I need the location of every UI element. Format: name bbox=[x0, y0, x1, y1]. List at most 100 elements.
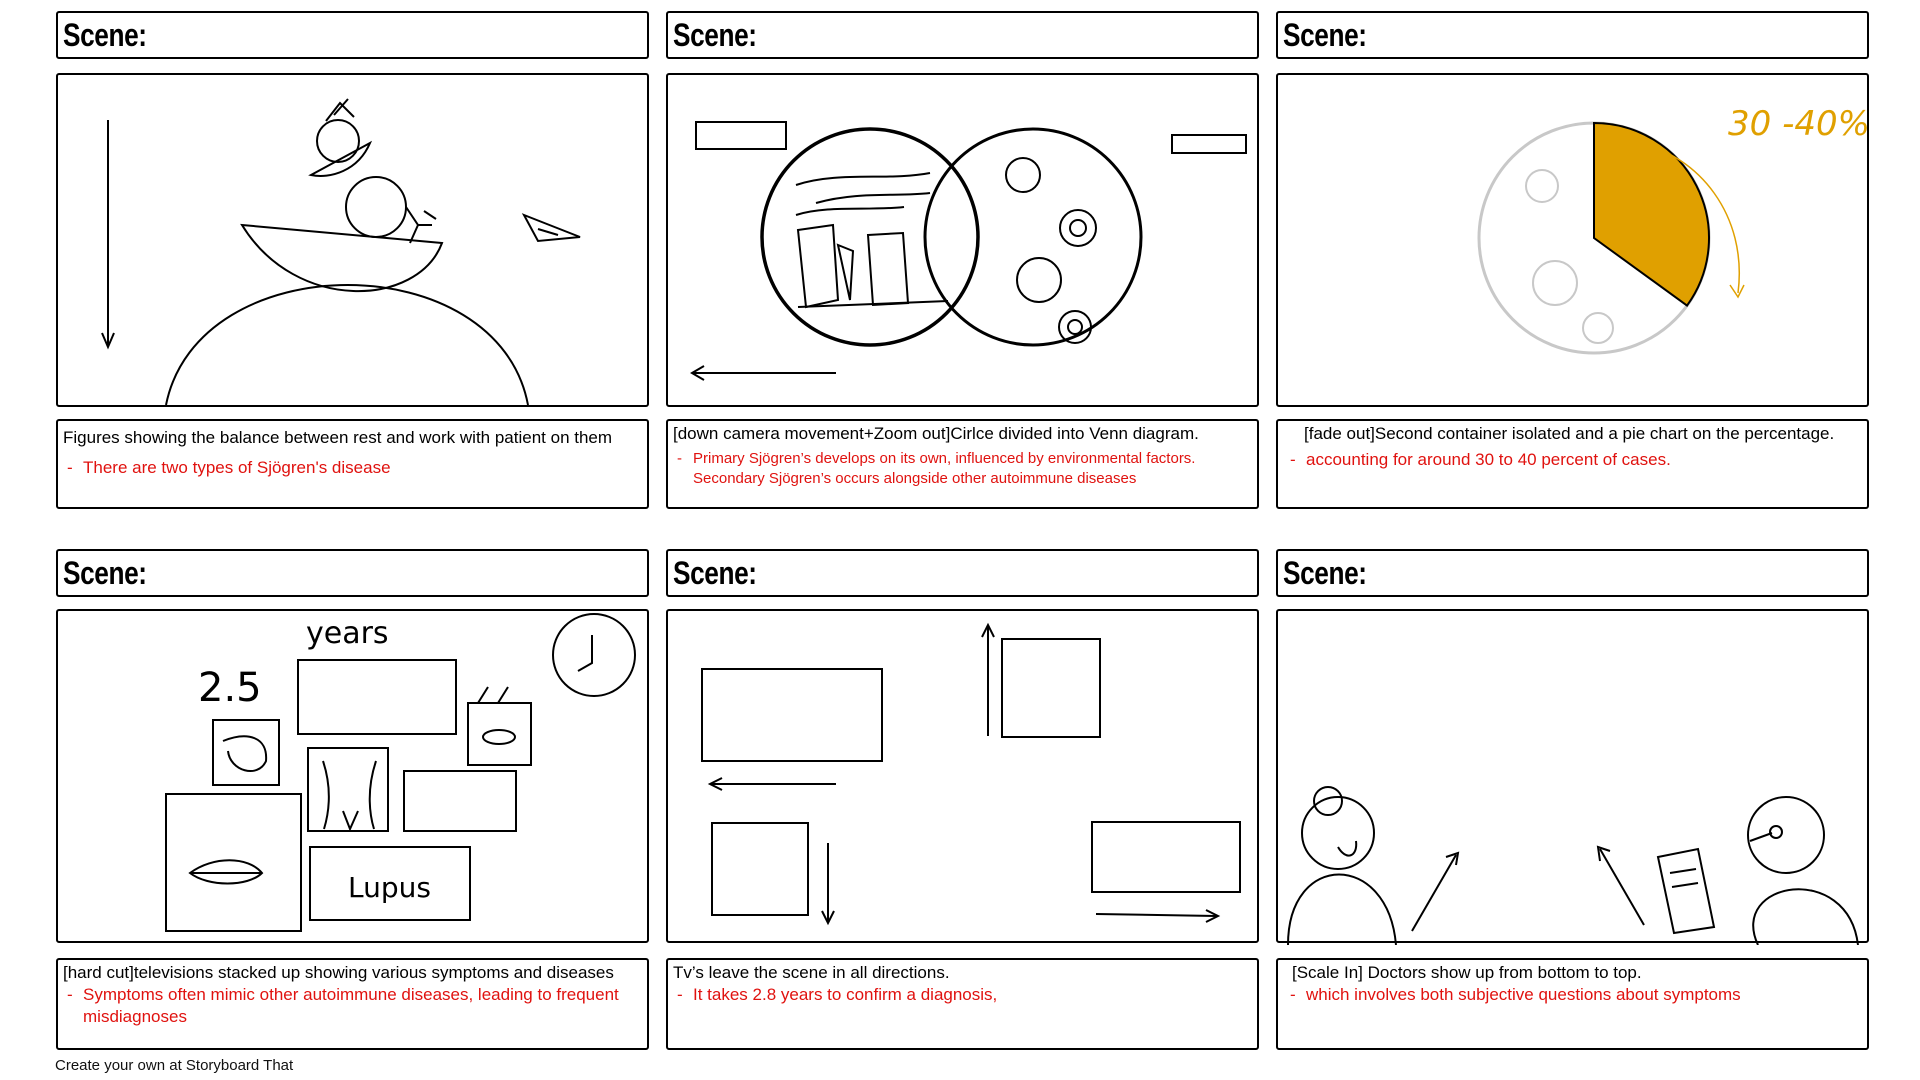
percent-annotation: 30 -40% bbox=[1728, 104, 1870, 144]
cell-2 bbox=[1059, 209, 1097, 247]
tv-eye bbox=[467, 702, 532, 766]
narration-bullet: - bbox=[67, 458, 73, 477]
resting-figure bbox=[325, 98, 355, 122]
panel-2-description[interactable]: [down camera movement+Zoom out]Cirlce di… bbox=[666, 419, 1259, 509]
cell-outline-2 bbox=[1532, 260, 1578, 306]
scene-header[interactable]: Scene: bbox=[56, 549, 649, 597]
venn-circle-left bbox=[760, 127, 980, 347]
cell-4-core bbox=[1067, 319, 1083, 335]
narration-text: Symptoms often mimic other autoimmune di… bbox=[83, 985, 619, 1026]
cell-2-core bbox=[1069, 219, 1087, 237]
clipboard-line bbox=[1669, 868, 1697, 874]
panel-description: [hard cut]televisions stacked up showing… bbox=[63, 963, 614, 982]
panel-6-frame[interactable] bbox=[1276, 609, 1869, 945]
clock-hands bbox=[577, 635, 593, 672]
cell-4 bbox=[1058, 310, 1092, 344]
doctor-head bbox=[1747, 796, 1825, 874]
rise-arrow-right bbox=[1599, 848, 1645, 926]
ground-line bbox=[797, 300, 949, 308]
pen bbox=[1749, 832, 1773, 842]
doctors-sketch bbox=[1287, 786, 1859, 945]
panel-description: [Scale In] Doctors show up from bottom t… bbox=[1292, 963, 1642, 982]
cell-outline-1 bbox=[1525, 169, 1559, 203]
panel-3-frame[interactable]: 30 -40% bbox=[1276, 73, 1870, 407]
tv-right bbox=[1091, 821, 1241, 893]
panel-1-frame[interactable] bbox=[56, 73, 649, 407]
narration-bullet: - bbox=[677, 985, 683, 1004]
panel-5-description[interactable]: Tv’s leave the scene in all directions. … bbox=[666, 958, 1259, 1050]
arrow-up-head bbox=[981, 622, 995, 638]
years-word: years bbox=[306, 616, 389, 651]
panel-description: Figures showing the balance between rest… bbox=[63, 428, 613, 447]
tv-stack-sketch: 2.5 years Lupus bbox=[165, 613, 636, 932]
scene-label: Scene: bbox=[673, 17, 757, 53]
label-box-right bbox=[1171, 134, 1247, 154]
years-number: 2.5 bbox=[198, 665, 262, 711]
scene-header[interactable]: Scene: bbox=[1276, 549, 1869, 597]
scene-header[interactable]: Scene: bbox=[666, 549, 1259, 597]
down-arrow-head bbox=[101, 332, 115, 350]
panel-4-frame[interactable]: 2.5 years Lupus bbox=[56, 609, 649, 943]
narration-bullet: - bbox=[67, 985, 73, 1004]
rise-arrow-right-head bbox=[1596, 845, 1611, 862]
panel-narration: - It takes 2.8 years to confirm a diagno… bbox=[673, 984, 1253, 1006]
arrow-right-head bbox=[1205, 909, 1221, 923]
panel-narration: - There are two types of Sjögren's disea… bbox=[63, 457, 643, 479]
panel-6-description[interactable]: [Scale In] Doctors show up from bottom t… bbox=[1276, 958, 1869, 1050]
panel-narration: - accounting for around 30 to 40 percent… bbox=[1286, 449, 1863, 471]
scene-label: Scene: bbox=[63, 17, 147, 53]
clipboard bbox=[1656, 847, 1716, 935]
panel-4-description[interactable]: [hard cut]televisions stacked up showing… bbox=[56, 958, 649, 1050]
panel-description: Tv’s leave the scene in all directions. bbox=[673, 963, 950, 982]
panel-3-description[interactable]: [fade out]Second container isolated and … bbox=[1276, 419, 1869, 509]
scene-header[interactable]: Scene: bbox=[1276, 11, 1869, 59]
venn-circle-right bbox=[923, 127, 1143, 347]
scene-label: Scene: bbox=[673, 555, 757, 591]
patient-head bbox=[1301, 796, 1375, 870]
patient-hair-bun bbox=[1313, 786, 1343, 816]
scene-label: Scene: bbox=[1283, 555, 1367, 591]
balance-sketch bbox=[101, 98, 581, 406]
panel-5-frame[interactable] bbox=[666, 609, 1259, 943]
venn-sketch bbox=[690, 121, 1247, 381]
patient-hand bbox=[1337, 840, 1358, 857]
clipboard-line bbox=[1671, 882, 1699, 888]
patient-body bbox=[1287, 873, 1397, 945]
tv-exit-sketch bbox=[701, 622, 1241, 926]
eye-icon bbox=[482, 729, 516, 745]
panel-description: [fade out]Second container isolated and … bbox=[1304, 424, 1835, 443]
paper-plane bbox=[521, 213, 581, 243]
panel-2-frame[interactable] bbox=[666, 73, 1259, 407]
footer-credit[interactable]: Create your own at Storyboard That bbox=[55, 1057, 294, 1074]
tv-lupus bbox=[309, 846, 471, 921]
tv-up bbox=[1001, 638, 1101, 738]
left-arrow-head bbox=[690, 365, 705, 381]
narration-text: which involves both subjective questions… bbox=[1306, 985, 1741, 1004]
cell-outline-3 bbox=[1582, 312, 1614, 344]
narration-bullet: - bbox=[1290, 985, 1296, 1004]
panel-narration: - Symptoms often mimic other autoimmune … bbox=[63, 984, 643, 1028]
scene-header[interactable]: Scene: bbox=[56, 11, 649, 59]
pen-tip bbox=[1769, 825, 1783, 839]
city-buildings bbox=[796, 223, 910, 309]
hand-shape bbox=[222, 735, 268, 772]
clock-icon bbox=[552, 613, 636, 697]
narration-text: Primary Sjögren’s develops on its own, i… bbox=[693, 450, 1196, 487]
body-shape bbox=[322, 760, 377, 832]
tv-left bbox=[701, 668, 883, 762]
doctor-body bbox=[1752, 888, 1859, 945]
narration-text: There are two types of Sjögren's disease bbox=[83, 458, 391, 477]
middle-ball bbox=[345, 176, 407, 238]
narration-text: It takes 2.8 years to confirm a diagnosi… bbox=[693, 985, 998, 1004]
panel-1-description[interactable]: Figures showing the balance between rest… bbox=[56, 419, 649, 509]
lips-shape bbox=[188, 859, 264, 885]
lower-bowl bbox=[240, 223, 444, 292]
tv-large-top bbox=[297, 659, 457, 735]
arrow-down-head bbox=[821, 910, 835, 926]
panel-narration: - which involves both subjective questio… bbox=[1286, 984, 1863, 1006]
rise-arrow-left bbox=[1411, 854, 1457, 932]
large-hill bbox=[165, 284, 529, 406]
scene-header[interactable]: Scene: bbox=[666, 11, 1259, 59]
tv-hand bbox=[212, 719, 280, 786]
narration-bullet: - bbox=[1290, 450, 1296, 469]
